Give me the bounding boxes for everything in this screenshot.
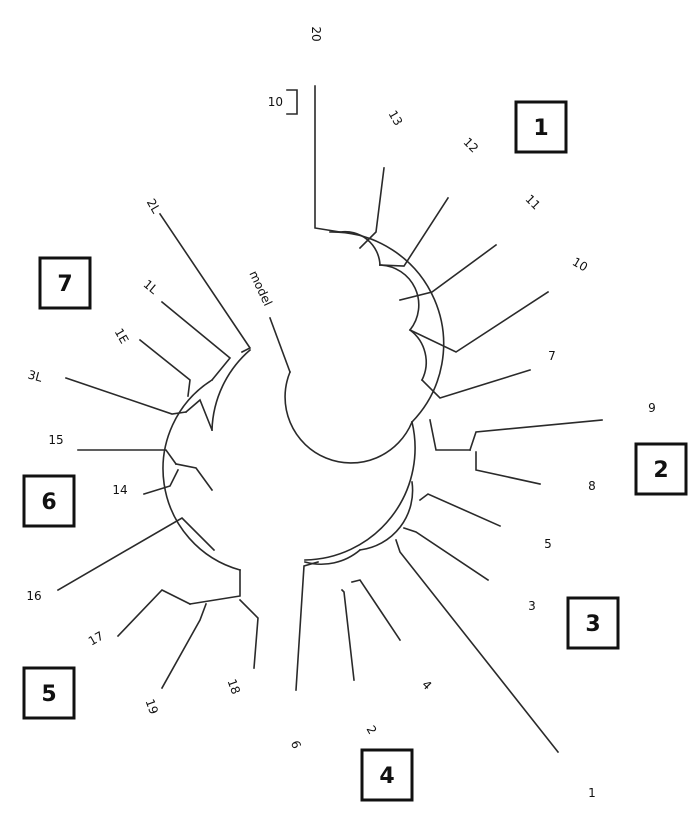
leaf-label: 4 [419,678,434,693]
leaf-label: 2L [144,196,163,216]
leaf-label: 19 [143,697,161,716]
arc-clade2 [429,419,471,451]
arc-clade4 [304,548,362,566]
group-label: 5 [41,682,56,707]
leaf-label: 14 [112,483,127,497]
branch-8 [475,451,541,485]
branch-2 [340,588,355,681]
group-1-box: 1 [514,100,568,154]
leaf-label: 2 [363,723,379,737]
branch-1E [138,338,191,397]
branch-20 [314,85,341,233]
leaf-label: 20 [309,26,323,41]
branch-14 [143,468,180,495]
branch-3 [402,526,490,582]
arc-clade1-b [379,264,420,332]
scale-label: 10 [268,95,283,109]
arc-clade1-a [339,230,381,266]
leaf-label: 3 [528,599,536,613]
arc-clade5 [189,569,241,605]
branch-11 [399,243,498,301]
branch-1L [160,300,232,382]
group-label: 6 [41,490,56,515]
branch-18 [238,598,259,669]
group-label: 3 [585,612,600,637]
branch-15 [77,449,178,466]
root-stem [268,316,292,374]
upper-left-arc [211,348,252,431]
leaf-label: 12 [460,135,481,156]
leaf-label: 1L [141,277,161,297]
branch-19 [160,602,208,690]
group-label: 1 [533,116,548,141]
group-3-box: 3 [566,596,620,650]
branch-1 [394,538,560,754]
arc-clade6 [175,463,214,492]
branch-9 [468,419,603,452]
inner-arc-bottom [304,421,416,561]
leaf-label: 17 [86,629,106,649]
leaf-label: 15 [48,433,63,447]
branch-13 [358,167,385,250]
branch-3L [64,376,187,415]
root-ring [284,370,414,464]
arc-clade1-c [408,328,427,382]
leaf-label: 18 [225,677,243,696]
leaf-label: 5 [544,537,552,551]
branch-2L [158,212,252,354]
leaf-label: 9 [648,401,656,415]
group-label: 2 [653,458,668,483]
branch-6 [295,561,319,691]
branch-12 [379,196,450,267]
group-5-box: 5 [22,666,76,720]
branch-5 [418,493,502,528]
scale-bar [286,89,298,115]
group-label: 7 [57,272,72,297]
branch-10 [408,290,550,353]
root-label: model [246,268,274,308]
leaf-label: 1E [112,326,132,346]
inner-arc-left [162,378,241,571]
leaf-label: 3L [26,368,44,385]
group-label: 4 [379,764,394,789]
leaf-label: 10 [570,255,590,275]
branch-7 [420,368,532,399]
leaf-label: 1 [588,786,596,800]
leaf-label: 16 [26,589,41,603]
group-2-box: 2 [634,442,688,496]
leaf-label: 7 [548,349,556,363]
leaf-label: 13 [386,108,406,128]
arc-clade7 [184,398,214,432]
leaf-label: 6 [288,739,304,751]
inner-arc-right [329,231,445,424]
group-4-box: 4 [360,748,414,802]
group-7-box: 7 [38,256,92,310]
branch-17 [116,589,192,638]
leaf-label: 8 [588,479,596,493]
branch-16 [56,516,216,592]
group-6-box: 6 [22,474,76,528]
branch-4 [351,579,402,642]
arc-clade3 [359,481,414,551]
leaf-label: 11 [522,192,543,213]
